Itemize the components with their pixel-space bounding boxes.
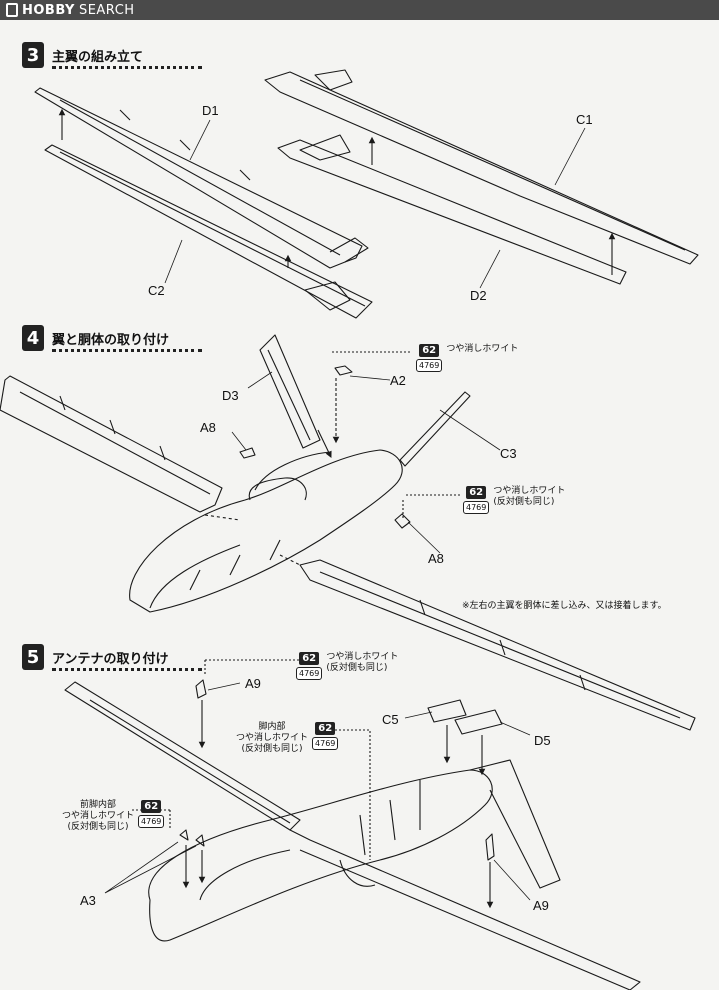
paint-callout: 62 4769 つや消しホワイト (反対側も同じ) — [296, 652, 398, 680]
part-label-c2: C2 — [148, 283, 165, 298]
paint-ref: 4769 — [416, 359, 443, 372]
step4-left-wing — [0, 375, 223, 513]
assembly-note: ※左右の主翼を胴体に差し込み、又は接着します。 — [462, 601, 667, 611]
paint-callout: 62 4769 つや消しホワイト — [416, 344, 518, 372]
step4-tail-d3 — [259, 334, 321, 449]
step4-right-wing — [299, 559, 696, 731]
paint-callout: 脚内部 つや消しホワイト (反対側も同じ) 62 4769 — [236, 722, 339, 755]
paint-ref: 4769 — [138, 815, 165, 828]
paint-code: 62 — [466, 486, 487, 499]
wing-part-d2 — [277, 134, 627, 285]
paint-note: つや消しホワイト — [493, 486, 566, 496]
paint-note: つや消しホワイト — [236, 733, 309, 743]
paint-callout: 前脚内部 つや消しホワイト (反対側も同じ) 62 4769 — [62, 800, 165, 833]
step-title: 主翼の組み立て — [52, 49, 144, 65]
part-label-c1: C1 — [576, 112, 593, 127]
wing-part-c1 — [264, 69, 699, 265]
step-3-heading: 3 主翼の組み立て — [22, 42, 202, 69]
part-label-d3: D3 — [222, 388, 239, 403]
step-title: 翼と胴体の取り付け — [52, 332, 170, 348]
step5-antenna-parts — [179, 679, 503, 861]
paint-ref: 4769 — [296, 667, 323, 680]
logo-text-bold: HOBBY — [22, 2, 75, 18]
paint-note: つや消しホワイト — [326, 652, 399, 662]
part-label-a2: A2 — [390, 373, 406, 388]
step-5-heading: 5 アンテナの取り付け — [22, 644, 202, 671]
step4-antenna-c3 — [399, 391, 471, 467]
step-number: 3 — [22, 42, 44, 68]
paint-ref: 4769 — [312, 737, 339, 750]
step-4-heading: 4 翼と胴体の取り付け — [22, 325, 202, 352]
paint-note: (反対側も同じ) — [241, 744, 303, 754]
hobbysearch-logo[interactable]: HOBBY SEARCH — [6, 2, 135, 18]
site-header: HOBBY SEARCH — [0, 0, 719, 20]
paint-note: (反対側も同じ) — [67, 822, 129, 832]
paint-note: (反対側も同じ) — [326, 663, 388, 673]
step-title: アンテナの取り付け — [52, 651, 169, 667]
step-underline — [52, 66, 202, 69]
logo-icon — [6, 3, 18, 17]
paint-code: 62 — [419, 344, 440, 357]
part-label-d1: D1 — [202, 103, 219, 118]
logo-text-light: SEARCH — [78, 2, 135, 18]
part-label-d5: D5 — [534, 733, 551, 748]
paint-code: 62 — [299, 652, 320, 665]
part-label-a3: A3 — [80, 893, 96, 908]
paint-ref: 4769 — [463, 501, 490, 514]
paint-code: 62 — [141, 800, 162, 813]
step-underline — [52, 349, 202, 352]
wing-part-c2 — [44, 144, 373, 319]
paint-note: 前脚内部 — [80, 800, 117, 810]
paint-note: (反対側も同じ) — [493, 497, 555, 507]
step-number: 5 — [22, 644, 44, 670]
part-label-d2: D2 — [470, 288, 487, 303]
step4-fuselage — [129, 449, 403, 613]
step-underline — [52, 668, 202, 671]
part-label-a9: A9 — [533, 898, 549, 913]
part-label-c5: C5 — [382, 712, 399, 727]
part-label-a8: A8 — [200, 420, 216, 435]
paint-code: 62 — [315, 722, 336, 735]
step5-aircraft — [64, 681, 641, 990]
wing-part-d1 — [34, 87, 369, 269]
paint-note: つや消しホワイト — [446, 344, 519, 354]
part-label-a9: A9 — [245, 676, 261, 691]
part-label-c3: C3 — [500, 446, 517, 461]
paint-note: つや消しホワイト — [62, 811, 135, 821]
paint-callout: 62 4769 つや消しホワイト (反対側も同じ) — [463, 486, 565, 514]
step-number: 4 — [22, 325, 44, 351]
part-label-a8: A8 — [428, 551, 444, 566]
paint-note: 脚内部 — [258, 722, 286, 732]
